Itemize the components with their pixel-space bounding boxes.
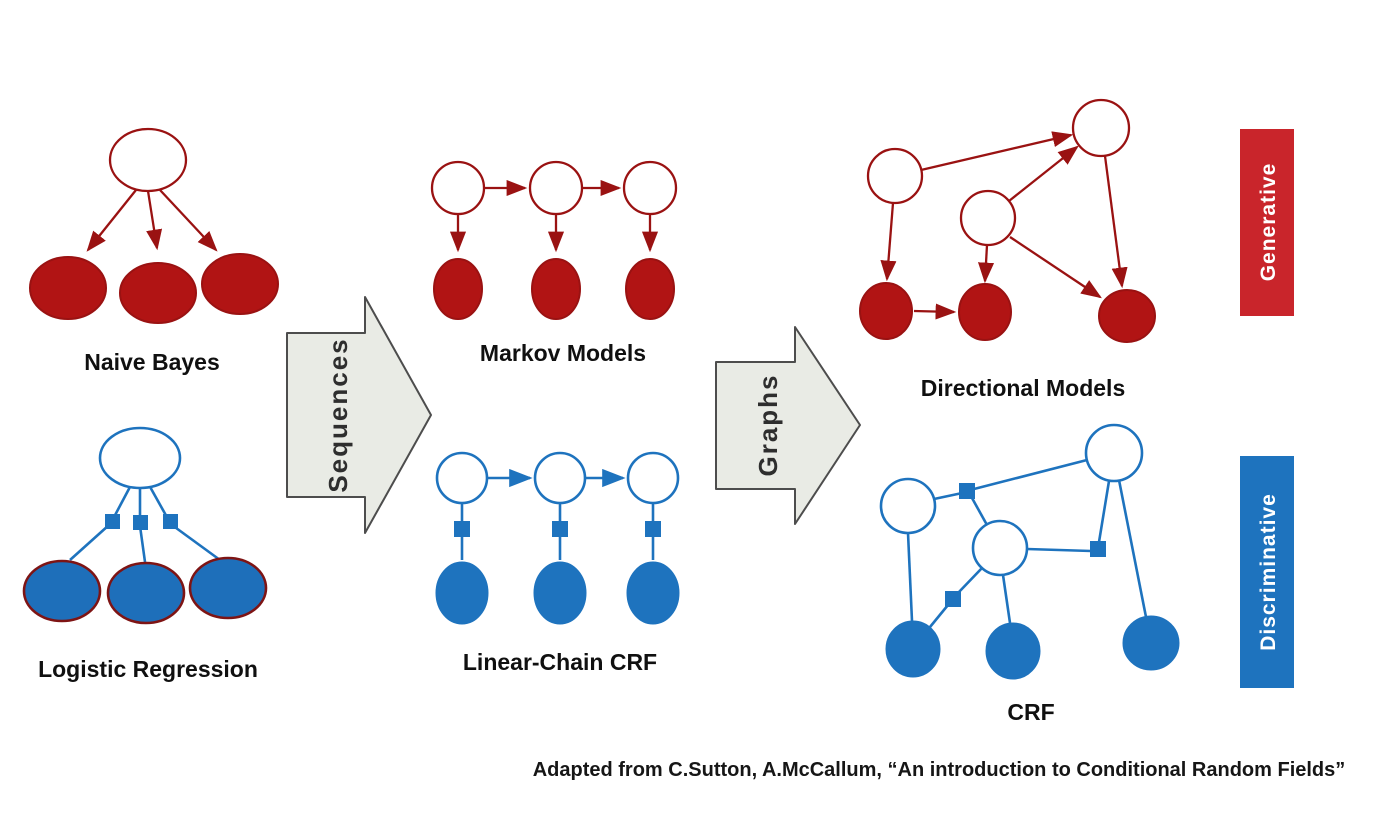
edge-arrow xyxy=(1103,155,1128,289)
sequences-flow-arrow: Sequences xyxy=(286,296,432,534)
generative-banner-label: Generative xyxy=(1257,163,1280,282)
observed-node xyxy=(958,283,1012,341)
latent-node xyxy=(971,519,1029,577)
linear-chain-crf-label: Linear-Chain CRF xyxy=(463,649,657,675)
crf-model: CRF xyxy=(879,423,1180,725)
edge xyxy=(928,604,950,628)
right-arrow-shape xyxy=(715,326,861,525)
edge xyxy=(147,484,170,520)
generative-banner: Generative xyxy=(1240,129,1294,316)
edge-arrow xyxy=(1008,145,1079,202)
observation-node xyxy=(625,258,675,320)
edge-arrow xyxy=(86,189,137,252)
logistic-regression-label: Logistic Regression xyxy=(38,656,258,682)
naive-bayes-label: Naive Bayes xyxy=(84,349,220,375)
factor-square xyxy=(552,521,568,537)
edge-arrow xyxy=(159,189,218,252)
factor-square xyxy=(133,515,148,530)
discriminative-banner: Discriminative xyxy=(1240,456,1294,688)
edge xyxy=(111,484,133,520)
edge xyxy=(906,532,914,622)
state-node xyxy=(533,451,587,505)
observation-node xyxy=(531,258,581,320)
state-node xyxy=(626,451,680,505)
state-node xyxy=(430,160,486,216)
feature-node xyxy=(106,561,186,625)
edge-arrow xyxy=(146,190,163,251)
edge xyxy=(1097,480,1111,543)
edge xyxy=(970,497,989,526)
observation-node xyxy=(533,561,587,625)
edge xyxy=(957,567,983,594)
latent-node xyxy=(959,189,1017,247)
attribution-text: Adapted from C.Sutton, A.McCallum, “An i… xyxy=(533,759,1346,781)
markov-models-label: Markov Models xyxy=(480,340,646,366)
factor-square xyxy=(105,514,120,529)
edge-arrow xyxy=(880,202,897,282)
factor-square xyxy=(163,514,178,529)
feature-node xyxy=(22,559,102,623)
banner-background xyxy=(1240,456,1294,688)
class-node xyxy=(108,127,188,193)
edge-arrow xyxy=(1009,236,1102,299)
sequences-arrow-label: Sequences xyxy=(323,337,353,492)
latent-node xyxy=(866,147,924,205)
edge xyxy=(138,525,147,563)
latent-node xyxy=(1071,98,1131,158)
markov-models-model: Markov Models xyxy=(430,160,678,366)
observed-node xyxy=(1098,289,1156,343)
factor-square xyxy=(454,521,470,537)
edge xyxy=(69,524,110,561)
observation-node xyxy=(435,561,489,625)
linear-chain-crf-model: Linear-Chain CRF xyxy=(435,451,680,675)
directional-models-model: Directional Models xyxy=(859,98,1156,401)
feature-node xyxy=(119,262,197,324)
edge xyxy=(1001,574,1012,624)
observed-node xyxy=(985,622,1041,680)
observation-node xyxy=(626,561,680,625)
edge-arrow xyxy=(913,303,957,320)
edge xyxy=(171,523,221,562)
observation-node xyxy=(433,258,483,320)
factor-square xyxy=(945,591,961,607)
edge-arrow xyxy=(920,131,1074,172)
observed-node xyxy=(859,282,913,340)
state-node xyxy=(622,160,678,216)
discriminative-banner-label: Discriminative xyxy=(1257,493,1280,651)
edge xyxy=(1117,479,1148,618)
graphs-arrow-label: Graphs xyxy=(753,373,783,476)
edge xyxy=(973,458,1088,491)
observed-node xyxy=(1122,615,1180,671)
banner-background xyxy=(1240,129,1294,316)
factor-square xyxy=(645,521,661,537)
feature-node xyxy=(188,556,268,620)
naive-bayes-model: Naive Bayes xyxy=(29,127,279,375)
latent-node xyxy=(879,477,937,535)
factor-square xyxy=(959,483,975,499)
latent-node xyxy=(1084,423,1144,483)
observed-node xyxy=(885,620,941,678)
edge-arrow xyxy=(977,244,995,284)
feature-node xyxy=(29,256,107,320)
state-node xyxy=(435,451,489,505)
right-arrow-shape xyxy=(286,296,432,534)
factor-square xyxy=(1090,541,1106,557)
graphs-flow-arrow: Graphs xyxy=(715,326,861,525)
logistic-regression-model: Logistic Regression xyxy=(22,426,268,682)
feature-node xyxy=(201,253,279,315)
state-node xyxy=(528,160,584,216)
class-node xyxy=(98,426,182,490)
directional-models-label: Directional Models xyxy=(921,375,1125,401)
crf-label: CRF xyxy=(1007,699,1054,725)
edge xyxy=(1026,547,1092,553)
